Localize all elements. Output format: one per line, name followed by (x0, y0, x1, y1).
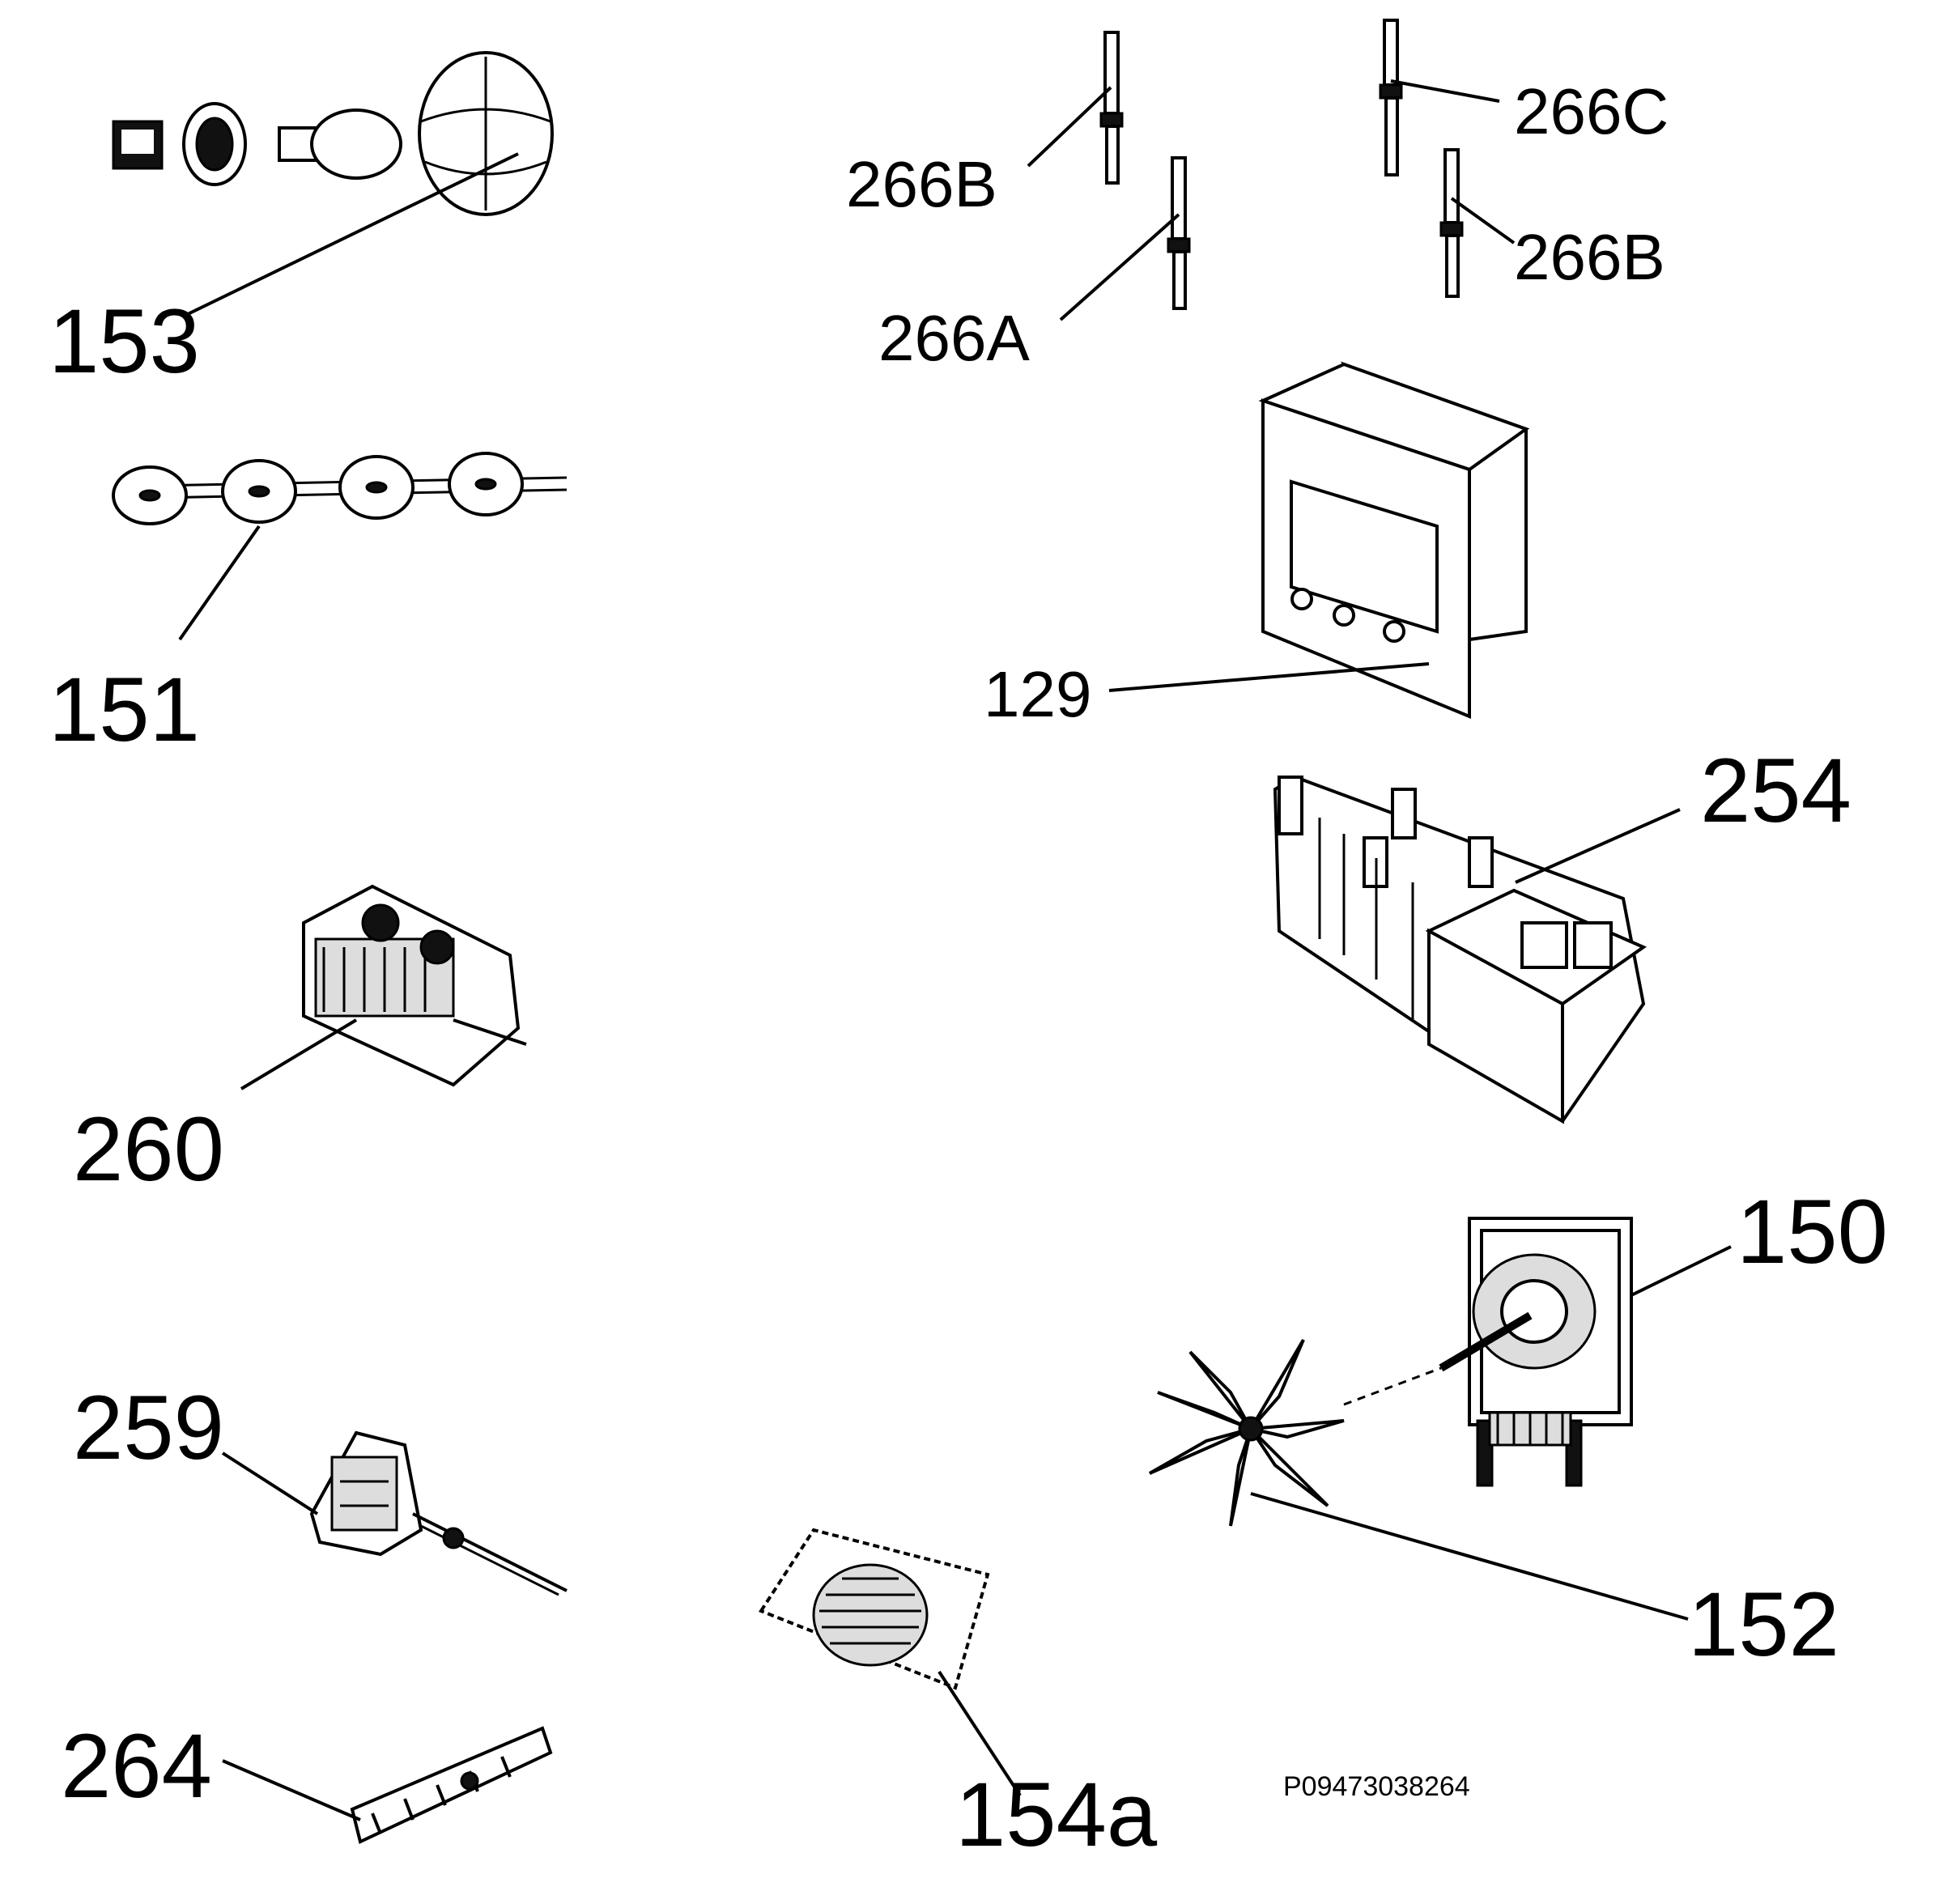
leader-266b-right (1450, 197, 1516, 244)
label-153: 153 (49, 291, 200, 392)
selector-switch-part (302, 884, 527, 1087)
label-129: 129 (984, 658, 1091, 730)
leader-154a (937, 1670, 1022, 1797)
label-266c: 266C (1514, 75, 1669, 147)
label-259: 259 (73, 1377, 224, 1478)
drawing-code: P09473038264 (1283, 1771, 1470, 1802)
leader-264 (222, 1759, 361, 1821)
label-154a: 154a (955, 1764, 1158, 1865)
fan-cover-grille-part (758, 1528, 990, 1690)
label-266b-right: 266B (1514, 221, 1665, 293)
leader-153 (187, 152, 519, 316)
leader-152 (1250, 1492, 1689, 1621)
probe-pins-part (1099, 19, 1464, 310)
label-266a: 266A (878, 302, 1030, 374)
label-150: 150 (1737, 1181, 1888, 1282)
leader-259 (221, 1451, 319, 1515)
lamp-assembly-part (112, 51, 554, 216)
timer-display-module-part (1258, 361, 1530, 719)
leader-254 (1515, 808, 1681, 884)
label-264: 264 (61, 1715, 212, 1817)
fan-motor-part (1439, 1217, 1633, 1487)
label-260: 260 (73, 1099, 224, 1200)
leader-151 (178, 525, 261, 641)
terminal-block-part (350, 1726, 553, 1844)
label-152: 152 (1688, 1574, 1839, 1675)
label-254: 254 (1700, 740, 1852, 841)
rotary-switch-part (309, 1430, 568, 1596)
label-151: 151 (49, 659, 200, 760)
terminal-housing-part (1273, 775, 1648, 1124)
chain-part (112, 452, 568, 525)
leader-129 (1108, 662, 1430, 692)
fan-impeller-part (1149, 1338, 1442, 1527)
leader-150 (1631, 1245, 1732, 1297)
leader-266a (1059, 213, 1180, 321)
label-266b-left: 266B (846, 148, 997, 220)
leader-260 (240, 1018, 358, 1090)
leader-266b-left (1027, 86, 1112, 168)
leader-266c (1390, 79, 1500, 103)
